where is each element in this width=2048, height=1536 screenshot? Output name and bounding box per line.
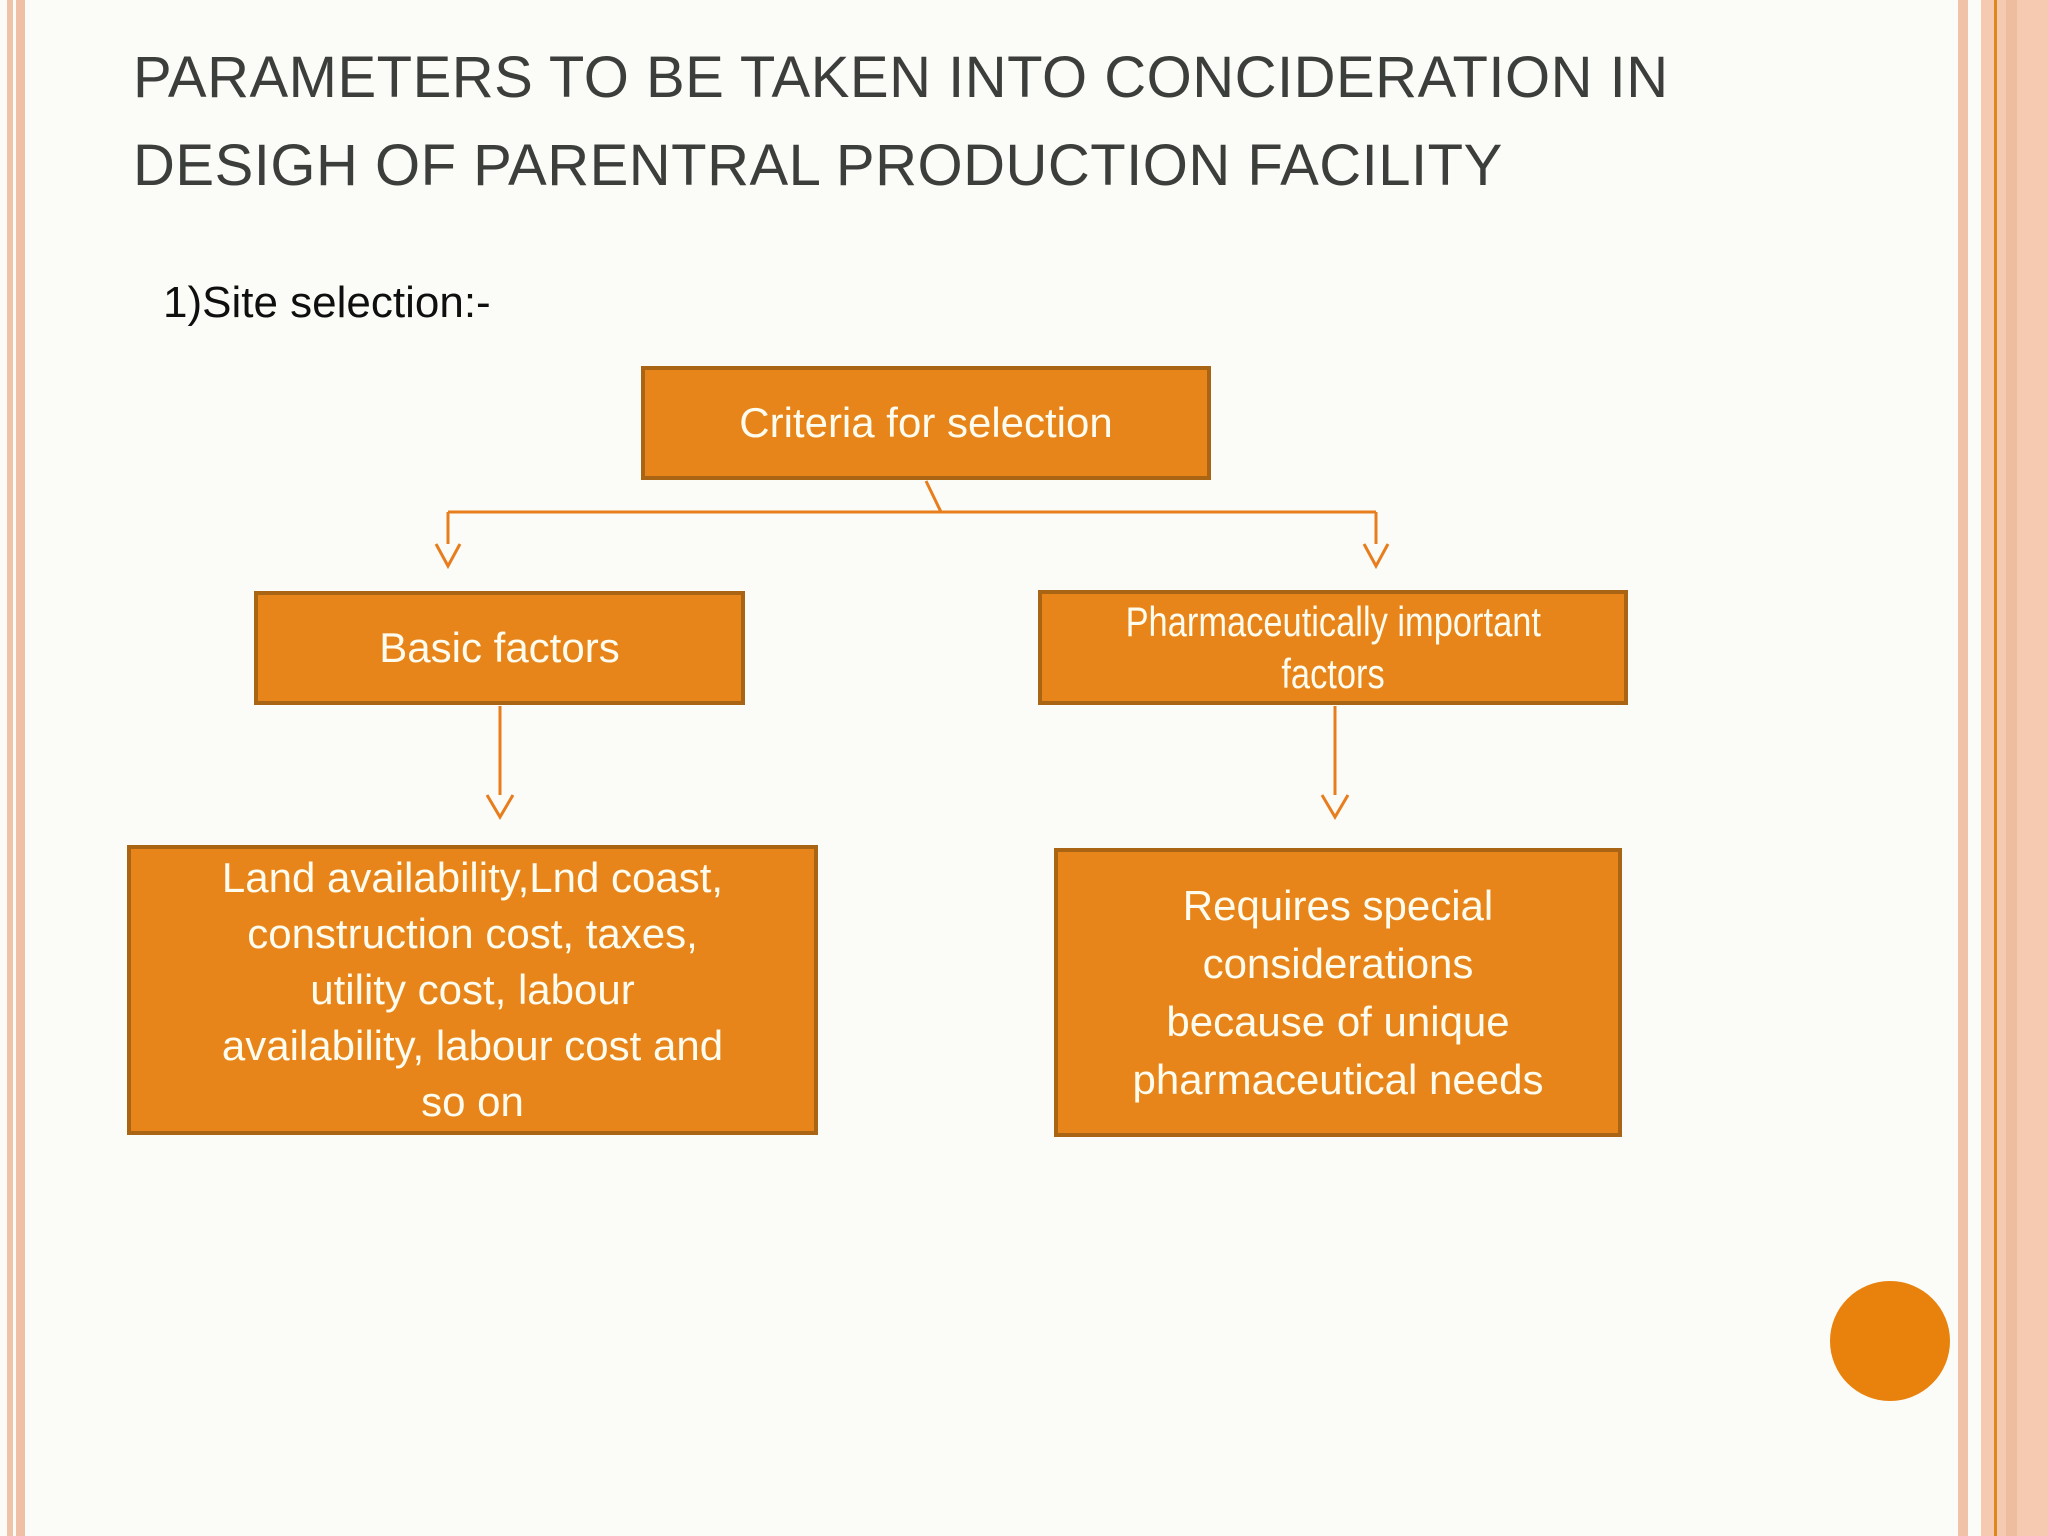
right-border-stripe <box>1958 0 1968 1536</box>
connector-root-stem <box>924 480 943 513</box>
slide-title: PARAMETERS TO BE TAKEN INTO CONCIDERATIO… <box>133 34 1669 210</box>
arrowhead-pharma-detail-icon <box>1320 794 1350 820</box>
right-border-accent-line <box>1994 0 1997 1536</box>
slide-title-line-2: DESIGH OF PARENTRAL PRODUCTION FACILITY <box>133 133 1503 198</box>
accent-circle <box>1830 1281 1950 1401</box>
slide-title-line-1: PARAMETERS TO BE TAKEN INTO CONCIDERATIO… <box>133 45 1669 110</box>
node-basic-factors: Basic factors <box>254 591 745 705</box>
node-label-line: construction cost, taxes, <box>247 910 698 957</box>
node-label-line: because of unique <box>1166 997 1510 1045</box>
node-pharmaceutically-important-factors: Pharmaceutically important factors <box>1038 590 1628 705</box>
node-basic-factors-detail: Land availability,Lnd coast, constructio… <box>127 845 818 1135</box>
right-border-band-shade <box>2006 0 2017 1536</box>
node-label-line: so on <box>421 1078 524 1125</box>
node-label-line: pharmaceutical needs <box>1132 1055 1544 1103</box>
node-criteria-for-selection: Criteria for selection <box>641 366 1211 480</box>
arrowhead-left-icon <box>434 543 462 570</box>
node-label: Basic factors <box>379 624 620 671</box>
node-label-line: Pharmaceutically important <box>1125 597 1541 645</box>
node-label-line: Requires special <box>1182 881 1494 929</box>
left-border-stripe-inner <box>16 0 25 1536</box>
node-label-line: Land availability,Lnd coast, <box>221 854 724 901</box>
node-pharma-factors-detail: Requires special considerations because … <box>1054 848 1622 1137</box>
node-label-line: factors <box>1281 649 1385 697</box>
node-label: Criteria for selection <box>739 399 1113 446</box>
node-label-line: availability, labour cost and <box>221 1022 724 1069</box>
arrowhead-right-icon <box>1362 543 1390 570</box>
section-heading: 1)Site selection:- <box>163 278 491 327</box>
node-label-line: utility cost, labour <box>310 966 635 1013</box>
left-border-stripe-outer <box>7 0 13 1536</box>
node-label-line: considerations <box>1202 939 1474 987</box>
arrowhead-basic-detail-icon <box>485 794 515 820</box>
